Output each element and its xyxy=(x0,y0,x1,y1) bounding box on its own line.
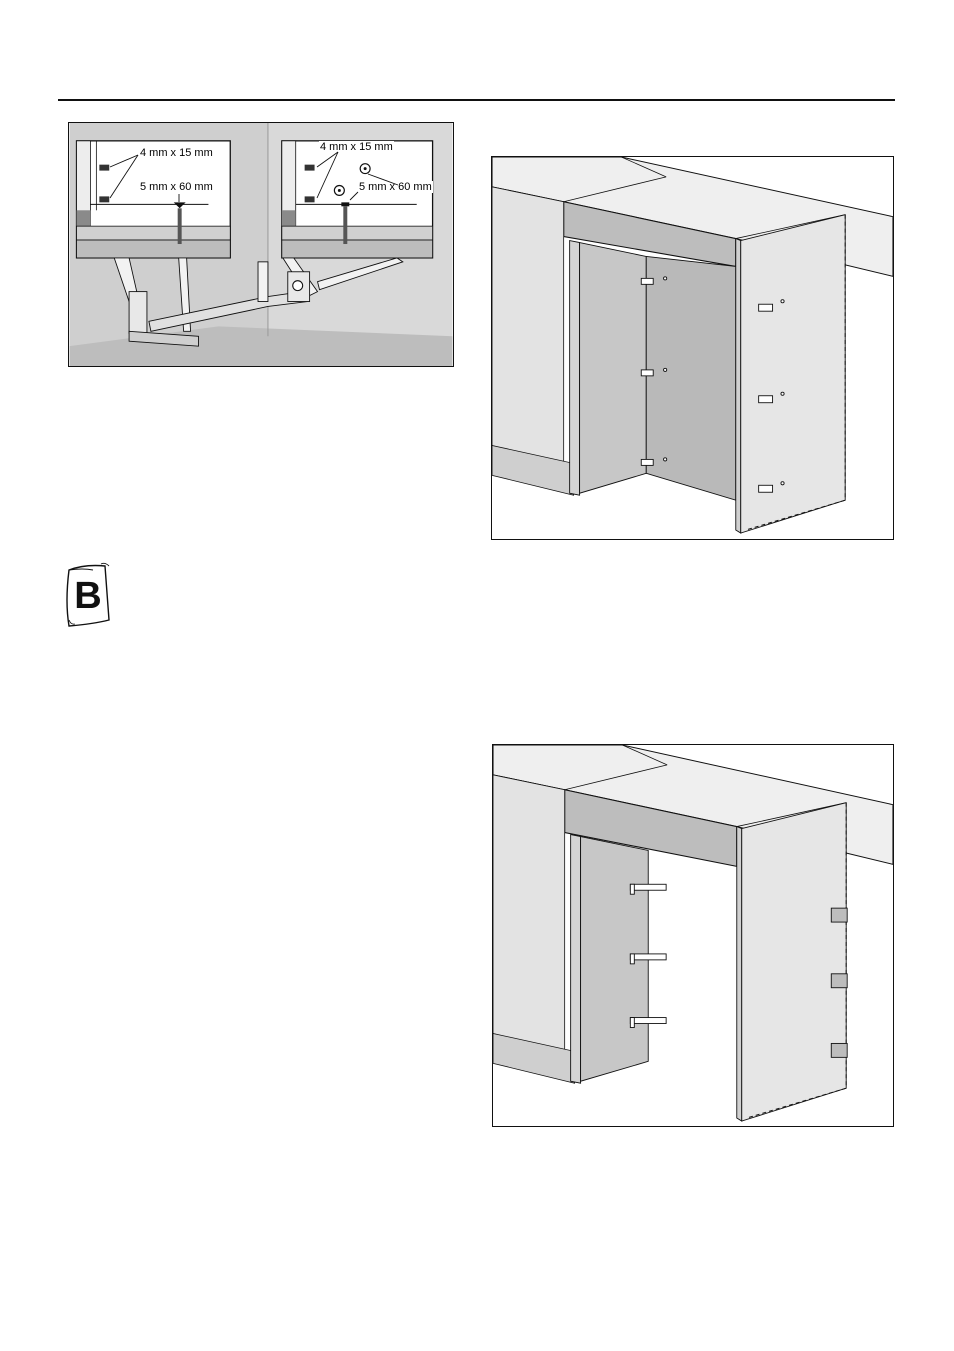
dimension-labels: 4 mm x 15 mm 5 mm x 60 mm 4 mm x 15 mm 5… xyxy=(68,122,454,367)
leader-lines xyxy=(68,122,454,367)
accessory-bag-icon: B xyxy=(63,562,113,628)
side-panel-brackets-drawing xyxy=(493,745,893,1126)
side-panel-screws-drawing xyxy=(492,157,893,539)
header-rule xyxy=(58,99,895,101)
side-panel-brackets-illustration xyxy=(492,744,894,1127)
side-panel-screws-illustration xyxy=(491,156,894,540)
accessory-bag-letter: B xyxy=(72,574,104,618)
